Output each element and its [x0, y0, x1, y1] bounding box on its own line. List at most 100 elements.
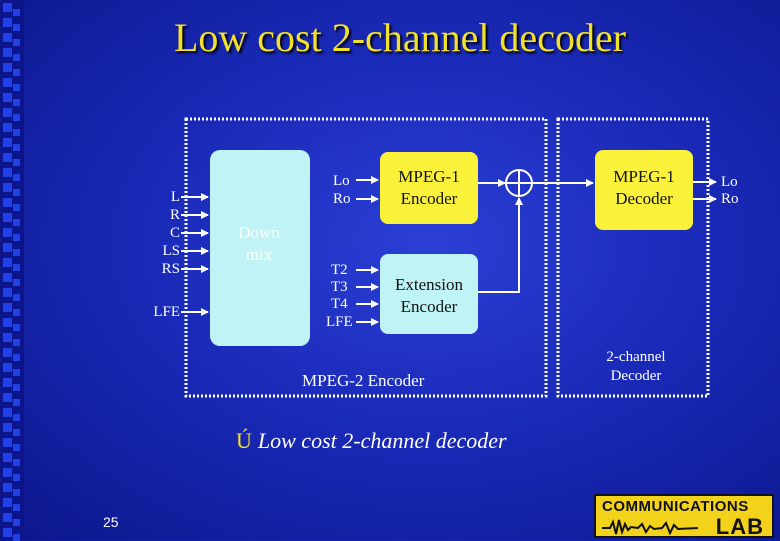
- stripe-square: [3, 258, 12, 267]
- stripe-square: [13, 474, 20, 481]
- stripe-square: [13, 384, 20, 391]
- stripe-square: [13, 69, 20, 76]
- stripe-square: [3, 423, 12, 432]
- bullet-arrow-icon: Ú: [236, 428, 252, 453]
- stripe-square: [3, 138, 12, 147]
- stripe-square: [13, 369, 20, 376]
- stripe-square: [3, 513, 12, 522]
- stripe-square: [13, 534, 20, 541]
- left-stripe: [0, 0, 24, 540]
- stripe-square: [3, 63, 12, 72]
- stripe-square: [13, 114, 20, 121]
- stripe-square: [13, 234, 20, 241]
- downmix-block: [210, 150, 310, 346]
- input-label-r: R: [169, 207, 180, 223]
- stripe-square: [3, 183, 12, 192]
- extension-encoder-block: [380, 254, 478, 334]
- mpeg1-decoder-block: [595, 150, 693, 230]
- stripe-square: [3, 168, 12, 177]
- stripe-square: [3, 468, 12, 477]
- decoder-group-frame: [556, 117, 710, 398]
- stripe-square: [3, 378, 12, 387]
- stripe-square: [13, 129, 20, 136]
- stripe-square: [3, 363, 12, 372]
- stripe-square: [13, 159, 20, 166]
- stripe-square: [13, 519, 20, 526]
- extension-input-t3: T3: [331, 279, 348, 295]
- stripe-square: [13, 414, 20, 421]
- extension-input-t2: T2: [331, 262, 348, 278]
- slide-title: Low cost 2-channel decoder: [173, 15, 627, 60]
- stripe-square: [13, 504, 20, 511]
- encoder-group-frame: [184, 117, 548, 398]
- extension-encoder-label: Extension Encoder: [395, 275, 463, 316]
- stripe-square: [13, 54, 20, 61]
- decoder-output-lo: Lo: [721, 174, 738, 190]
- extension-input-t4: T4: [331, 296, 348, 312]
- input-label-l: L: [170, 189, 180, 205]
- bullet-text: Low cost 2-channel decoder: [257, 428, 507, 453]
- stripe-square: [3, 348, 12, 357]
- stripe-square: [3, 288, 12, 297]
- stripe-square: [3, 453, 12, 462]
- stripe-square: [3, 153, 12, 162]
- stripe-square: [3, 213, 12, 222]
- stripe-square: [3, 393, 12, 402]
- decoder-output-ro: Ro: [721, 191, 739, 207]
- stripe-square: [3, 93, 12, 102]
- stripe-square: [13, 444, 20, 451]
- stripe-square: [3, 48, 12, 57]
- page-number: 25: [103, 514, 119, 530]
- stripe-square: [3, 438, 12, 447]
- stripe-square: [3, 408, 12, 417]
- stripe-square: [3, 78, 12, 87]
- stripe-square: [13, 24, 20, 31]
- stripe-square: [13, 459, 20, 466]
- stripe-square: [13, 279, 20, 286]
- logo-line2: LAB: [715, 514, 764, 539]
- stripe-square: [13, 174, 20, 181]
- stripe-square: [13, 144, 20, 151]
- input-label-ls: LS: [162, 243, 180, 259]
- stripe-square: [13, 264, 20, 271]
- stripe-square: [3, 243, 12, 252]
- stripe-square: [13, 84, 20, 91]
- stripe-square: [3, 498, 12, 507]
- downmix-output-lo: Lo: [333, 173, 350, 189]
- stripe-square: [13, 399, 20, 406]
- stripe-square: [13, 249, 20, 256]
- downmix-label: Down mix: [238, 223, 280, 264]
- stripe-square: [13, 189, 20, 196]
- stripe-square: [3, 108, 12, 117]
- stripe-square: [3, 333, 12, 342]
- waveform-icon: [602, 519, 698, 536]
- communications-lab-logo: COMMUNICATIONS LAB: [594, 494, 774, 539]
- stripe-square: [3, 198, 12, 207]
- stripe-square: [13, 294, 20, 301]
- stripe-square: [3, 3, 12, 12]
- stripe-square: [3, 33, 12, 42]
- logo-line1: COMMUNICATIONS: [602, 498, 749, 515]
- stripe-square: [13, 9, 20, 16]
- mpeg1-decoder-label: MPEG-1 Decoder: [613, 167, 675, 208]
- input-label-lfe: LFE: [153, 304, 180, 320]
- mpeg1-encoder-label: MPEG-1 Encoder: [398, 167, 460, 208]
- stripe-square: [13, 219, 20, 226]
- stripe-square: [13, 429, 20, 436]
- mpeg1-encoder-block: [380, 152, 478, 224]
- input-label-rs: RS: [161, 261, 180, 277]
- downmix-output-ro: Ro: [333, 191, 351, 207]
- stripe-square: [3, 18, 12, 27]
- stripe-square: [13, 39, 20, 46]
- extension-input-lfe: LFE: [326, 314, 353, 330]
- stripe-square: [13, 204, 20, 211]
- stripe-square: [13, 339, 20, 346]
- stripe-square: [3, 528, 12, 537]
- stripe-square: [3, 273, 12, 282]
- decoder-group-label: 2-channel Decoder: [606, 349, 666, 384]
- input-label-c: C: [169, 225, 180, 241]
- encoder-group-label: MPEG-2 Encoder: [302, 371, 425, 390]
- stripe-square: [3, 483, 12, 492]
